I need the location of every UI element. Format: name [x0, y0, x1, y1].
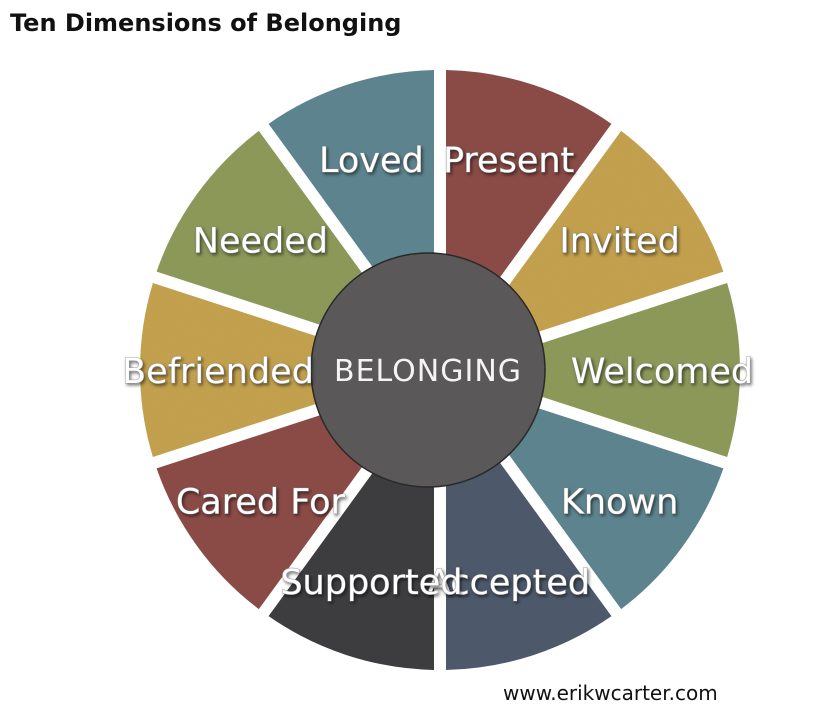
- segment-label-welcomed: Welcomed: [571, 352, 753, 392]
- segment-known: [503, 406, 724, 610]
- segment-invited: [503, 130, 724, 334]
- segment-needed: [156, 130, 377, 334]
- segment-cared-for: [156, 406, 377, 610]
- segment-label-present: Present: [443, 141, 574, 181]
- segment-label-needed: Needed: [193, 222, 328, 262]
- labels-layer: PresentInvitedWelcomedKnownAcceptedSuppo…: [122, 140, 754, 603]
- segments-layer: [140, 70, 740, 670]
- segment-supported: [268, 454, 435, 670]
- segment-label-invited: Invited: [559, 222, 679, 262]
- footer-url: www.erikwcarter.com: [503, 681, 718, 705]
- segment-label-loved: Loved: [319, 141, 424, 181]
- segment-label-befriended: Befriended: [122, 352, 314, 392]
- segment-accepted: [445, 454, 612, 670]
- segment-befriended: [140, 283, 344, 457]
- segment-label-known: Known: [561, 482, 678, 522]
- center-label: BELONGING: [334, 354, 522, 389]
- segment-present: [445, 70, 612, 286]
- segment-label-cared-for: Cared For: [176, 482, 346, 522]
- segment-label-supported: Supported: [280, 563, 462, 603]
- segment-loved: [268, 70, 435, 286]
- segment-welcomed: [536, 283, 740, 457]
- segment-label-accepted: Accepted: [427, 563, 590, 603]
- center-layer: BELONGING: [310, 252, 546, 488]
- page-title: Ten Dimensions of Belonging: [10, 9, 402, 37]
- belonging-wheel-diagram: BELONGING PresentInvitedWelcomedKnownAcc…: [122, 70, 754, 670]
- center-circle: [310, 252, 546, 488]
